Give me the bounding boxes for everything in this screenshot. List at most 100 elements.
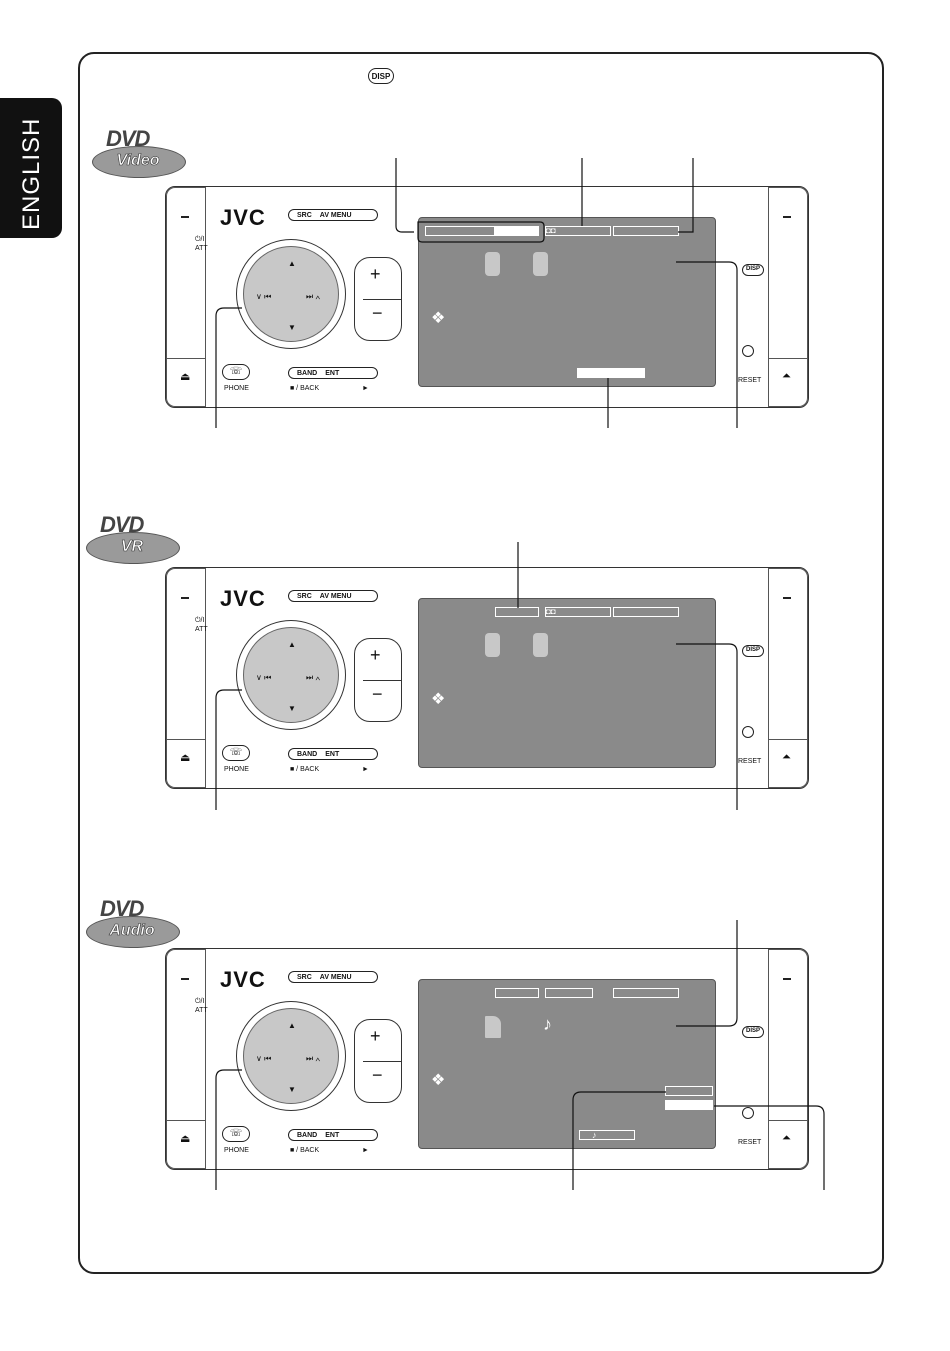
left-panel-edge: ⏏: [166, 568, 206, 788]
back-label: ■ / BACK: [290, 766, 320, 773]
badge-title: DVD: [100, 512, 144, 537]
dvd-vr-badge: DVD VR: [86, 512, 180, 566]
callout-line: [714, 1105, 825, 1190]
callout-highlight: [417, 221, 545, 243]
phone-button[interactable]: ☏: [222, 364, 250, 380]
music-note-icon: ♪: [592, 1130, 597, 1140]
reset-button[interactable]: [742, 1107, 754, 1119]
phone-icon: ☏: [229, 366, 243, 377]
minus-icon: [783, 216, 791, 218]
right-panel-edge: ⏶: [768, 187, 808, 407]
play-label: ►: [362, 1147, 369, 1154]
up-arrow-icon[interactable]: ▲: [288, 640, 296, 649]
volume-down[interactable]: −: [372, 1065, 383, 1085]
monitor-screen: ◘◘ ❖: [418, 598, 716, 768]
phone-button[interactable]: ☏: [222, 1126, 250, 1142]
status-bar-1: [495, 607, 539, 617]
page-frame: [78, 52, 884, 1274]
callout-line: [572, 1091, 666, 1190]
down-arrow-icon[interactable]: ▼: [288, 704, 296, 713]
volume-rocker[interactable]: + −: [354, 257, 402, 341]
status-bar-2: [495, 226, 539, 236]
monitor-screen: ◘◘ ❖: [418, 217, 716, 387]
disp-button[interactable]: DISP: [742, 1026, 764, 1038]
disp-button-icon: DISP: [368, 68, 394, 84]
prev-track-icon[interactable]: ∨ ⏮: [256, 673, 272, 682]
back-label: ■ / BACK: [290, 1147, 320, 1154]
time-bar: [577, 368, 645, 378]
reset-label: RESET: [738, 1139, 762, 1146]
dial-center[interactable]: [243, 627, 339, 723]
phone-label: PHONE: [224, 1147, 249, 1154]
eject-icon: ⏏: [180, 1133, 191, 1145]
dvd-video-badge: DVD Video: [92, 126, 186, 180]
minus-icon: [783, 597, 791, 599]
brand-logo: JVC: [220, 205, 266, 230]
group-bar: [665, 1086, 713, 1096]
reset-button[interactable]: [742, 345, 754, 357]
volume-rocker[interactable]: + −: [354, 638, 402, 722]
next-track-icon[interactable]: ⏭ ∧: [306, 292, 321, 301]
next-track-icon[interactable]: ⏭ ∧: [306, 673, 321, 682]
status-bar-2: [545, 988, 593, 998]
down-arrow-icon[interactable]: ▼: [288, 1085, 296, 1094]
language-tab: ENGLISH: [0, 98, 62, 238]
phone-label: PHONE: [224, 385, 249, 392]
status-bar-1: [495, 988, 539, 998]
dial-center[interactable]: [243, 1008, 339, 1104]
indicator-1: [485, 633, 500, 657]
play-label: ►: [362, 766, 369, 773]
callout-line: [676, 643, 738, 810]
minus-icon: [783, 978, 791, 980]
up-arrow-icon[interactable]: ▲: [288, 259, 296, 268]
volume-up[interactable]: +: [370, 1026, 381, 1046]
dvd-audio-badge: DVD Audio: [86, 896, 180, 950]
volume-up[interactable]: +: [370, 264, 381, 284]
disp-button[interactable]: DISP: [742, 264, 764, 276]
down-arrow-icon[interactable]: ▼: [288, 323, 296, 332]
status-bar-1: [425, 226, 495, 236]
brand-logo: JVC: [220, 967, 266, 992]
callout-line: [215, 1069, 242, 1190]
playback-bar: ♪: [579, 1130, 635, 1140]
volume-down[interactable]: −: [372, 684, 383, 704]
prev-track-icon[interactable]: ∨ ⏮: [256, 292, 272, 301]
badge-title: DVD: [106, 126, 150, 151]
phone-button[interactable]: ☏: [222, 745, 250, 761]
tilt-icon: ⏶: [782, 370, 791, 382]
eject-icon: ⏏: [180, 371, 191, 383]
disp-button[interactable]: DISP: [742, 645, 764, 657]
dial-center[interactable]: [243, 246, 339, 342]
status-bar-3: [613, 607, 679, 617]
phone-icon: ☏: [229, 747, 243, 758]
phone-icon: ☏: [229, 1128, 243, 1139]
reset-button[interactable]: [742, 726, 754, 738]
right-panel-edge: ⏶: [768, 949, 808, 1169]
reset-label: RESET: [738, 758, 762, 765]
volume-rocker[interactable]: + −: [354, 1019, 402, 1103]
left-panel-edge: ⏏: [166, 949, 206, 1169]
volume-down[interactable]: −: [372, 303, 383, 323]
reset-label: RESET: [738, 377, 762, 384]
next-track-icon[interactable]: ⏭ ∧: [306, 1054, 321, 1063]
eject-icon: ⏏: [180, 752, 191, 764]
up-arrow-icon[interactable]: ▲: [288, 1021, 296, 1030]
navigation-icon: ❖: [431, 1072, 446, 1089]
navigation-icon: ❖: [431, 310, 446, 327]
badge-subtitle: Video: [116, 152, 160, 170]
prev-track-icon[interactable]: ∨ ⏮: [256, 1054, 272, 1063]
status-bar-3: ◘◘: [545, 226, 611, 236]
badge-title: DVD: [100, 896, 144, 921]
volume-up[interactable]: +: [370, 645, 381, 665]
